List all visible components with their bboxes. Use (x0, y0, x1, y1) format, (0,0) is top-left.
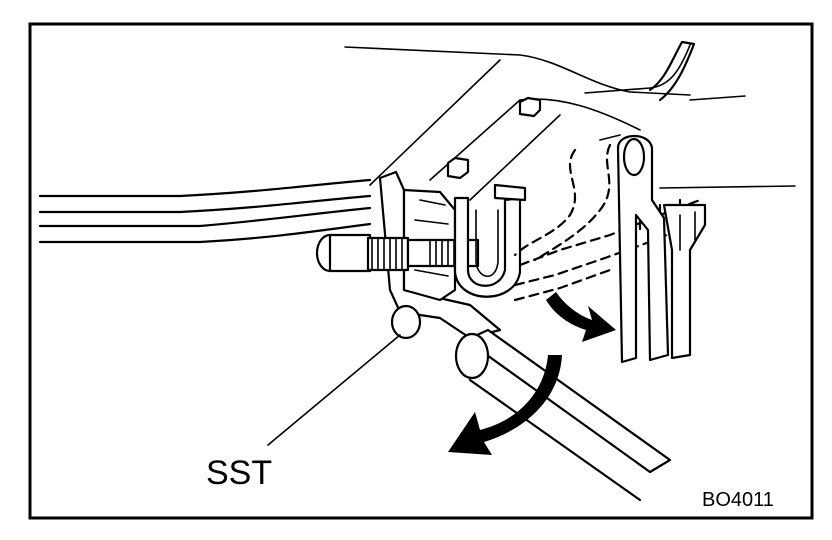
figure-code-label: BO4011 (702, 489, 774, 511)
shift-yoke (453, 183, 527, 298)
sst-leader-line (267, 334, 401, 446)
figure-frame (28, 22, 814, 520)
shift-rods (38, 178, 372, 244)
splined-shaft (315, 233, 480, 273)
curved-arrow-icon (448, 355, 562, 455)
body-outline (344, 40, 796, 201)
sst-tool (390, 304, 672, 502)
sst-label: SST (206, 454, 272, 492)
shift-housing (378, 170, 502, 340)
shift-fork (616, 135, 707, 364)
bolt-heads (446, 96, 542, 180)
hidden-lines (513, 143, 707, 302)
fork-arrow-icon (546, 292, 616, 342)
direction-arrows (448, 292, 616, 455)
